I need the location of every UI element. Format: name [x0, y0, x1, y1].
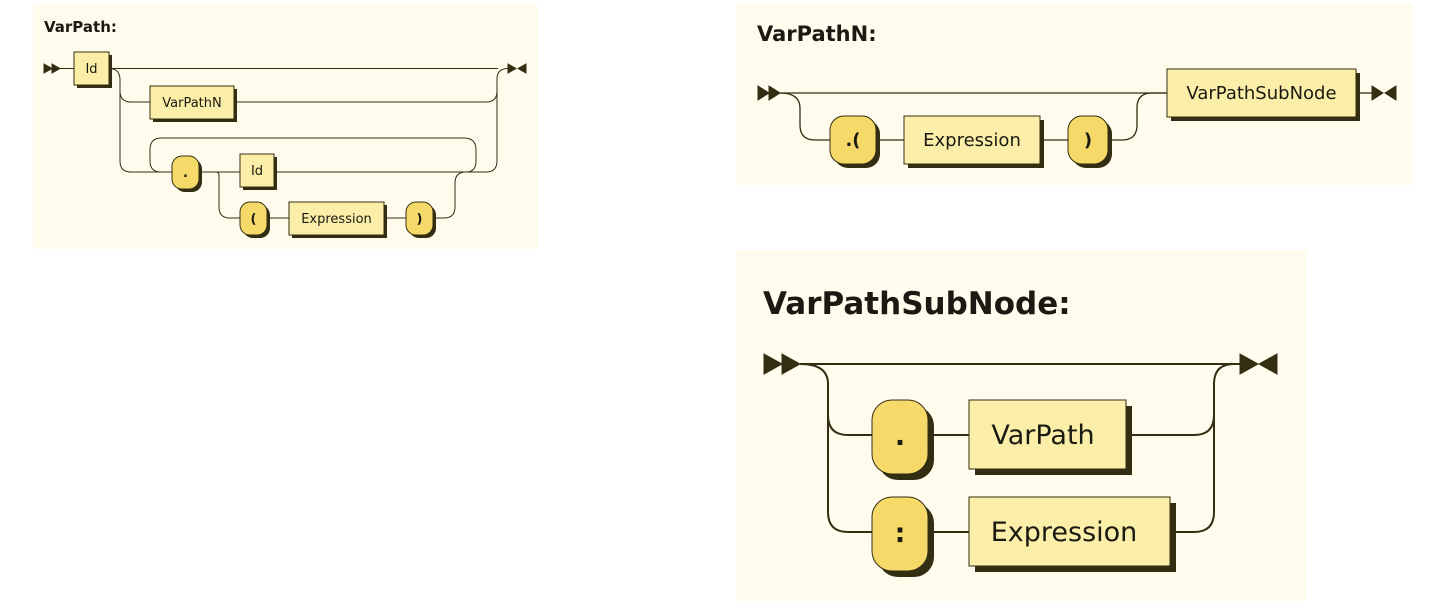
- diagram-title-varpathsubnode: VarPathSubNode:: [763, 286, 1071, 322]
- node-colon-label: :: [895, 518, 906, 549]
- varpathsubnode-diagram-panel: VarPathSubNode: . VarPath: [736, 250, 1306, 601]
- end-marker: [1239, 353, 1278, 375]
- node-id-label: Id: [85, 62, 97, 77]
- node-expression-label: Expression: [301, 212, 372, 227]
- node-colon: :: [871, 496, 934, 577]
- start-marker: [763, 353, 802, 375]
- railroad-tracks: [60, 68, 509, 219]
- varpathsubnode-railroad-svg: . VarPath : Expression: [763, 353, 1278, 577]
- varpathn-railroad-svg: .( Expression ) VarPathSubNode: [757, 68, 1397, 168]
- node-varpath: VarPath: [968, 399, 1132, 475]
- diagram-title-varpath: VarPath:: [44, 18, 117, 36]
- node-varpathsubnode: VarPathSubNode: [1166, 68, 1360, 121]
- node-expression: Expression: [903, 115, 1044, 168]
- diagram-title-varpathn: VarPathN:: [757, 22, 877, 46]
- node-varpath-label: VarPath: [991, 420, 1094, 451]
- node-dot-lparen-label: .(: [845, 130, 860, 151]
- node-expression: Expression: [968, 496, 1176, 572]
- varpathn-diagram-panel: VarPathN: .( Expression: [736, 4, 1413, 185]
- node-varpathn: VarPathN: [149, 85, 237, 122]
- node-rparen-label: ): [1084, 130, 1092, 151]
- node-dot: .: [171, 155, 202, 192]
- end-marker: [1371, 85, 1397, 101]
- node-id: Id: [73, 51, 112, 88]
- node-varpathn-label: VarPathN: [162, 96, 221, 111]
- node-dot-label: .: [183, 166, 188, 181]
- node-id-2: Id: [239, 153, 277, 190]
- start-marker: [43, 63, 62, 74]
- node-expression-label: Expression: [991, 517, 1138, 548]
- railroad-tracks: [779, 92, 1372, 141]
- varpath-railroad-svg: Id VarPathN . Id ( Expres: [43, 51, 527, 238]
- node-expression-label: Expression: [923, 130, 1021, 151]
- node-varpathsubnode-label: VarPathSubNode: [1186, 83, 1336, 104]
- start-marker: [757, 85, 781, 101]
- node-dot-lparen: .(: [829, 115, 880, 168]
- node-id-2-label: Id: [251, 164, 263, 179]
- node-rparen: ): [1067, 115, 1112, 168]
- node-rparen-label: ): [417, 212, 423, 227]
- node-lparen-label: (: [251, 212, 257, 227]
- end-marker: [507, 63, 527, 74]
- node-dot: .: [871, 399, 934, 480]
- railroad-tracks: [799, 363, 1240, 533]
- node-lparen: (: [239, 201, 270, 238]
- node-expression: Expression: [288, 201, 387, 238]
- node-dot-label: .: [895, 421, 905, 452]
- node-rparen: ): [405, 201, 436, 238]
- varpath-diagram-panel: VarPath:: [33, 4, 538, 249]
